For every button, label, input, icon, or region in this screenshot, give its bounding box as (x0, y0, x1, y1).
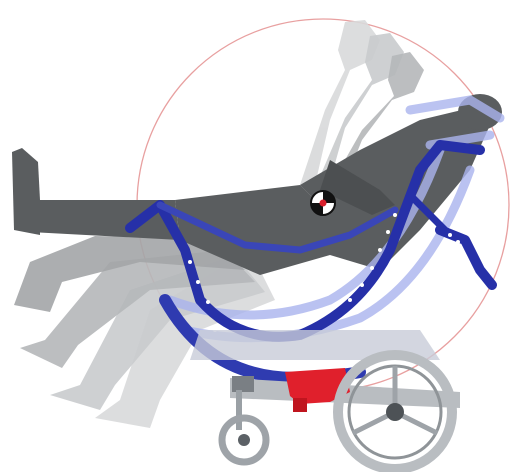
rear-wheel (338, 355, 452, 469)
front-caster (222, 390, 266, 462)
center-of-gravity-target-icon (311, 191, 335, 215)
pivot-block-plate (293, 398, 307, 412)
